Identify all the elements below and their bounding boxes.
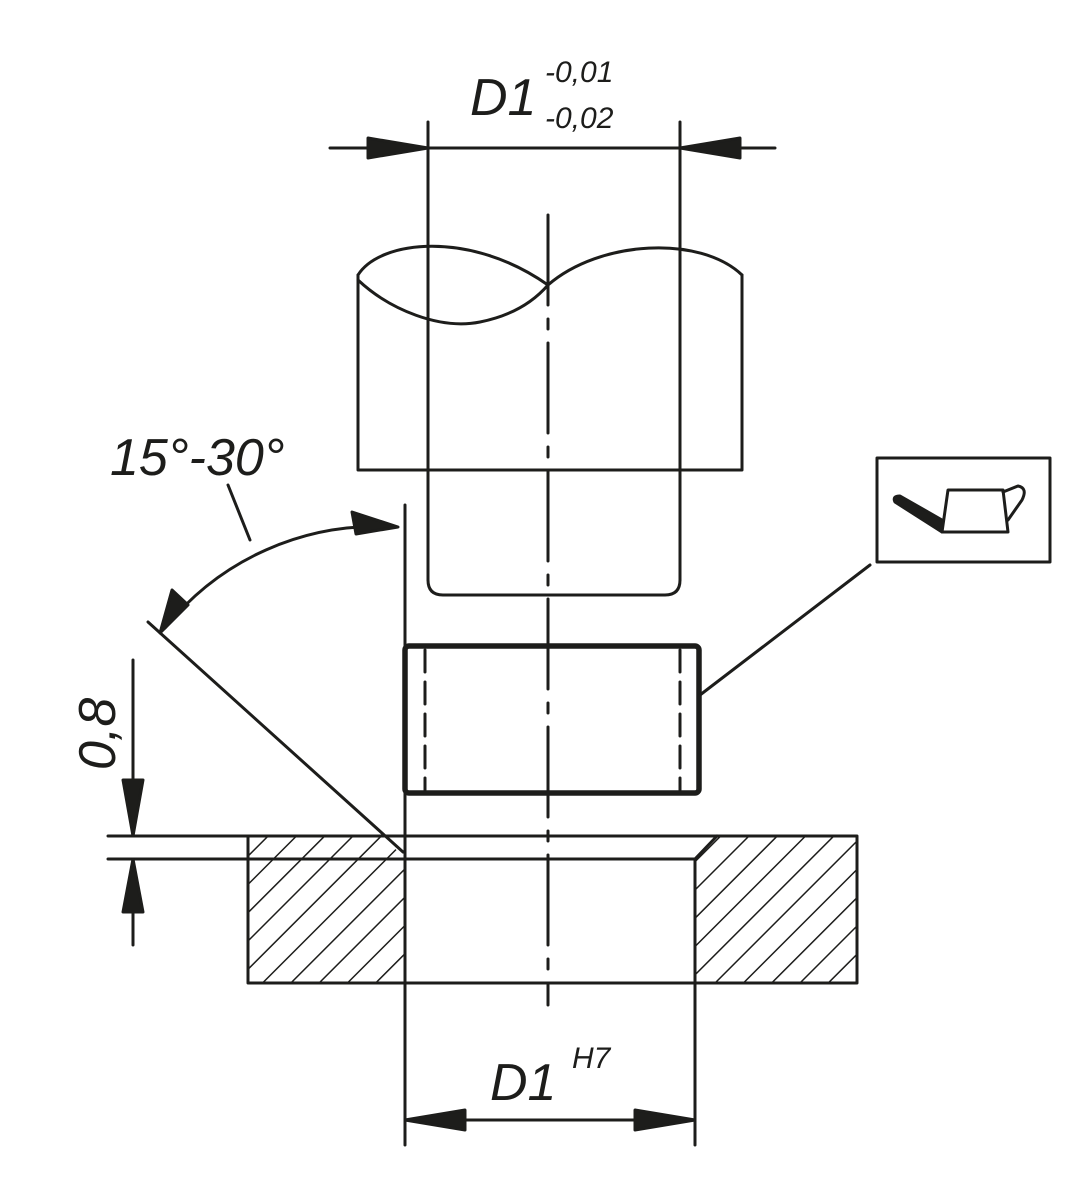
lubrication-symbol	[698, 456, 1052, 697]
arrow-left-icon	[678, 136, 742, 160]
angle-label: 15°-30°	[110, 429, 285, 487]
upper-tolerance: -0,01	[545, 56, 613, 89]
bushing	[402, 643, 702, 796]
bottom-dimension	[403, 1108, 697, 1132]
pin	[356, 244, 744, 597]
angle-dimension	[146, 483, 405, 854]
chamfer-dimension	[106, 658, 407, 947]
fit-label: H7	[572, 1042, 612, 1075]
top-dimension-label: D1	[470, 69, 536, 127]
arrow-down-icon	[121, 778, 145, 838]
plate	[246, 834, 859, 985]
chamfer-label: 0,8	[69, 698, 127, 770]
arrow-icon	[350, 510, 400, 536]
bottom-dimension-label: D1	[490, 1054, 556, 1112]
lower-tolerance: -0,02	[545, 102, 614, 135]
oil-can-icon	[892, 484, 1026, 534]
arrow-right-icon	[366, 136, 430, 160]
arrow-icon	[158, 588, 190, 635]
arrow-right-icon	[633, 1108, 697, 1132]
top-dimension	[328, 120, 777, 582]
arrow-left-icon	[403, 1108, 467, 1132]
arrow-up-icon	[121, 857, 145, 914]
